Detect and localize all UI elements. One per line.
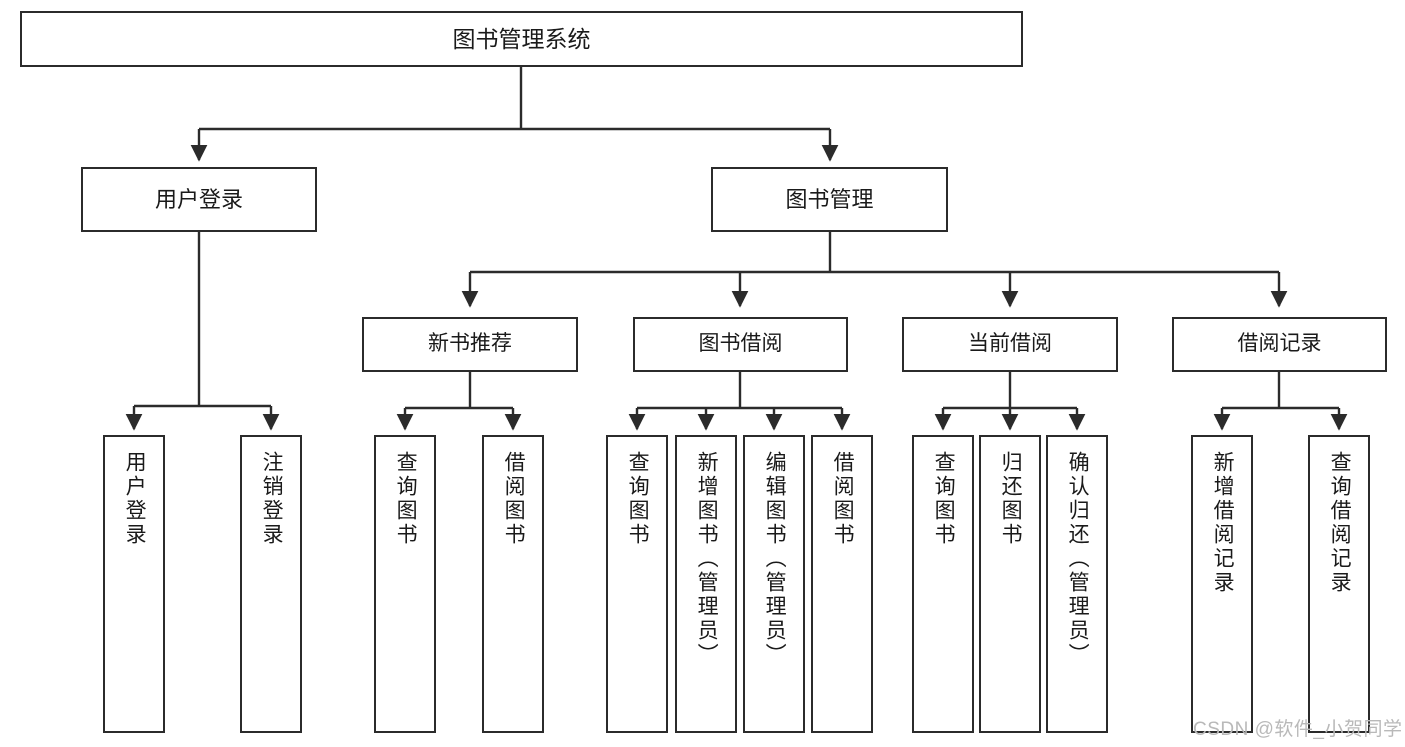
node-label: 查询图书 — [932, 451, 956, 547]
node-leaf-query-record[interactable]: 查询借阅记录 — [1308, 435, 1370, 733]
node-label: 确认归还（管理员） — [1066, 451, 1090, 667]
node-label: 查询图书 — [394, 451, 418, 547]
node-leaf-query-book-2[interactable]: 查询图书 — [606, 435, 668, 733]
node-label: 图书借阅 — [698, 332, 783, 356]
node-book-borrow[interactable]: 图书借阅 — [633, 317, 848, 372]
node-borrow-record[interactable]: 借阅记录 — [1172, 317, 1387, 372]
node-label: 新增借阅记录 — [1211, 451, 1235, 595]
node-leaf-borrow-book-1[interactable]: 借阅图书 — [482, 435, 544, 733]
node-label: 用户登录 — [123, 451, 147, 547]
node-leaf-borrow-book-2[interactable]: 借阅图书 — [811, 435, 873, 733]
node-leaf-logout[interactable]: 注销登录 — [240, 435, 302, 733]
node-label: 注销登录 — [260, 451, 284, 547]
node-label: 图书管理 — [785, 186, 874, 212]
node-leaf-confirm-return[interactable]: 确认归还（管理员） — [1046, 435, 1108, 733]
node-leaf-edit-book[interactable]: 编辑图书（管理员） — [743, 435, 805, 733]
node-new-book-recommend[interactable]: 新书推荐 — [362, 317, 578, 372]
watermark-text: CSDN @软件_小贺同学 — [1193, 719, 1403, 740]
node-leaf-query-book-1[interactable]: 查询图书 — [374, 435, 436, 733]
node-leaf-user-login[interactable]: 用户登录 — [103, 435, 165, 733]
node-leaf-return-book[interactable]: 归还图书 — [979, 435, 1041, 733]
node-label: 当前借阅 — [968, 332, 1052, 356]
node-user-login[interactable]: 用户登录 — [81, 167, 317, 232]
node-label: 图书管理系统 — [452, 25, 591, 52]
node-label: 新增图书（管理员） — [695, 451, 719, 667]
node-leaf-add-record[interactable]: 新增借阅记录 — [1191, 435, 1253, 733]
node-label: 用户登录 — [154, 186, 243, 212]
node-label: 查询图书 — [626, 451, 650, 547]
node-label: 借阅记录 — [1237, 332, 1322, 356]
node-leaf-query-book-3[interactable]: 查询图书 — [912, 435, 974, 733]
node-book-manage[interactable]: 图书管理 — [711, 167, 948, 232]
node-label: 归还图书 — [999, 451, 1023, 547]
node-label: 查询借阅记录 — [1328, 451, 1352, 595]
node-label: 编辑图书（管理员） — [763, 451, 787, 667]
node-label: 借阅图书 — [831, 451, 855, 547]
node-root-system[interactable]: 图书管理系统 — [20, 11, 1023, 67]
node-label: 新书推荐 — [428, 332, 512, 356]
node-leaf-add-book[interactable]: 新增图书（管理员） — [675, 435, 737, 733]
node-label: 借阅图书 — [502, 451, 526, 547]
node-current-borrow[interactable]: 当前借阅 — [902, 317, 1118, 372]
